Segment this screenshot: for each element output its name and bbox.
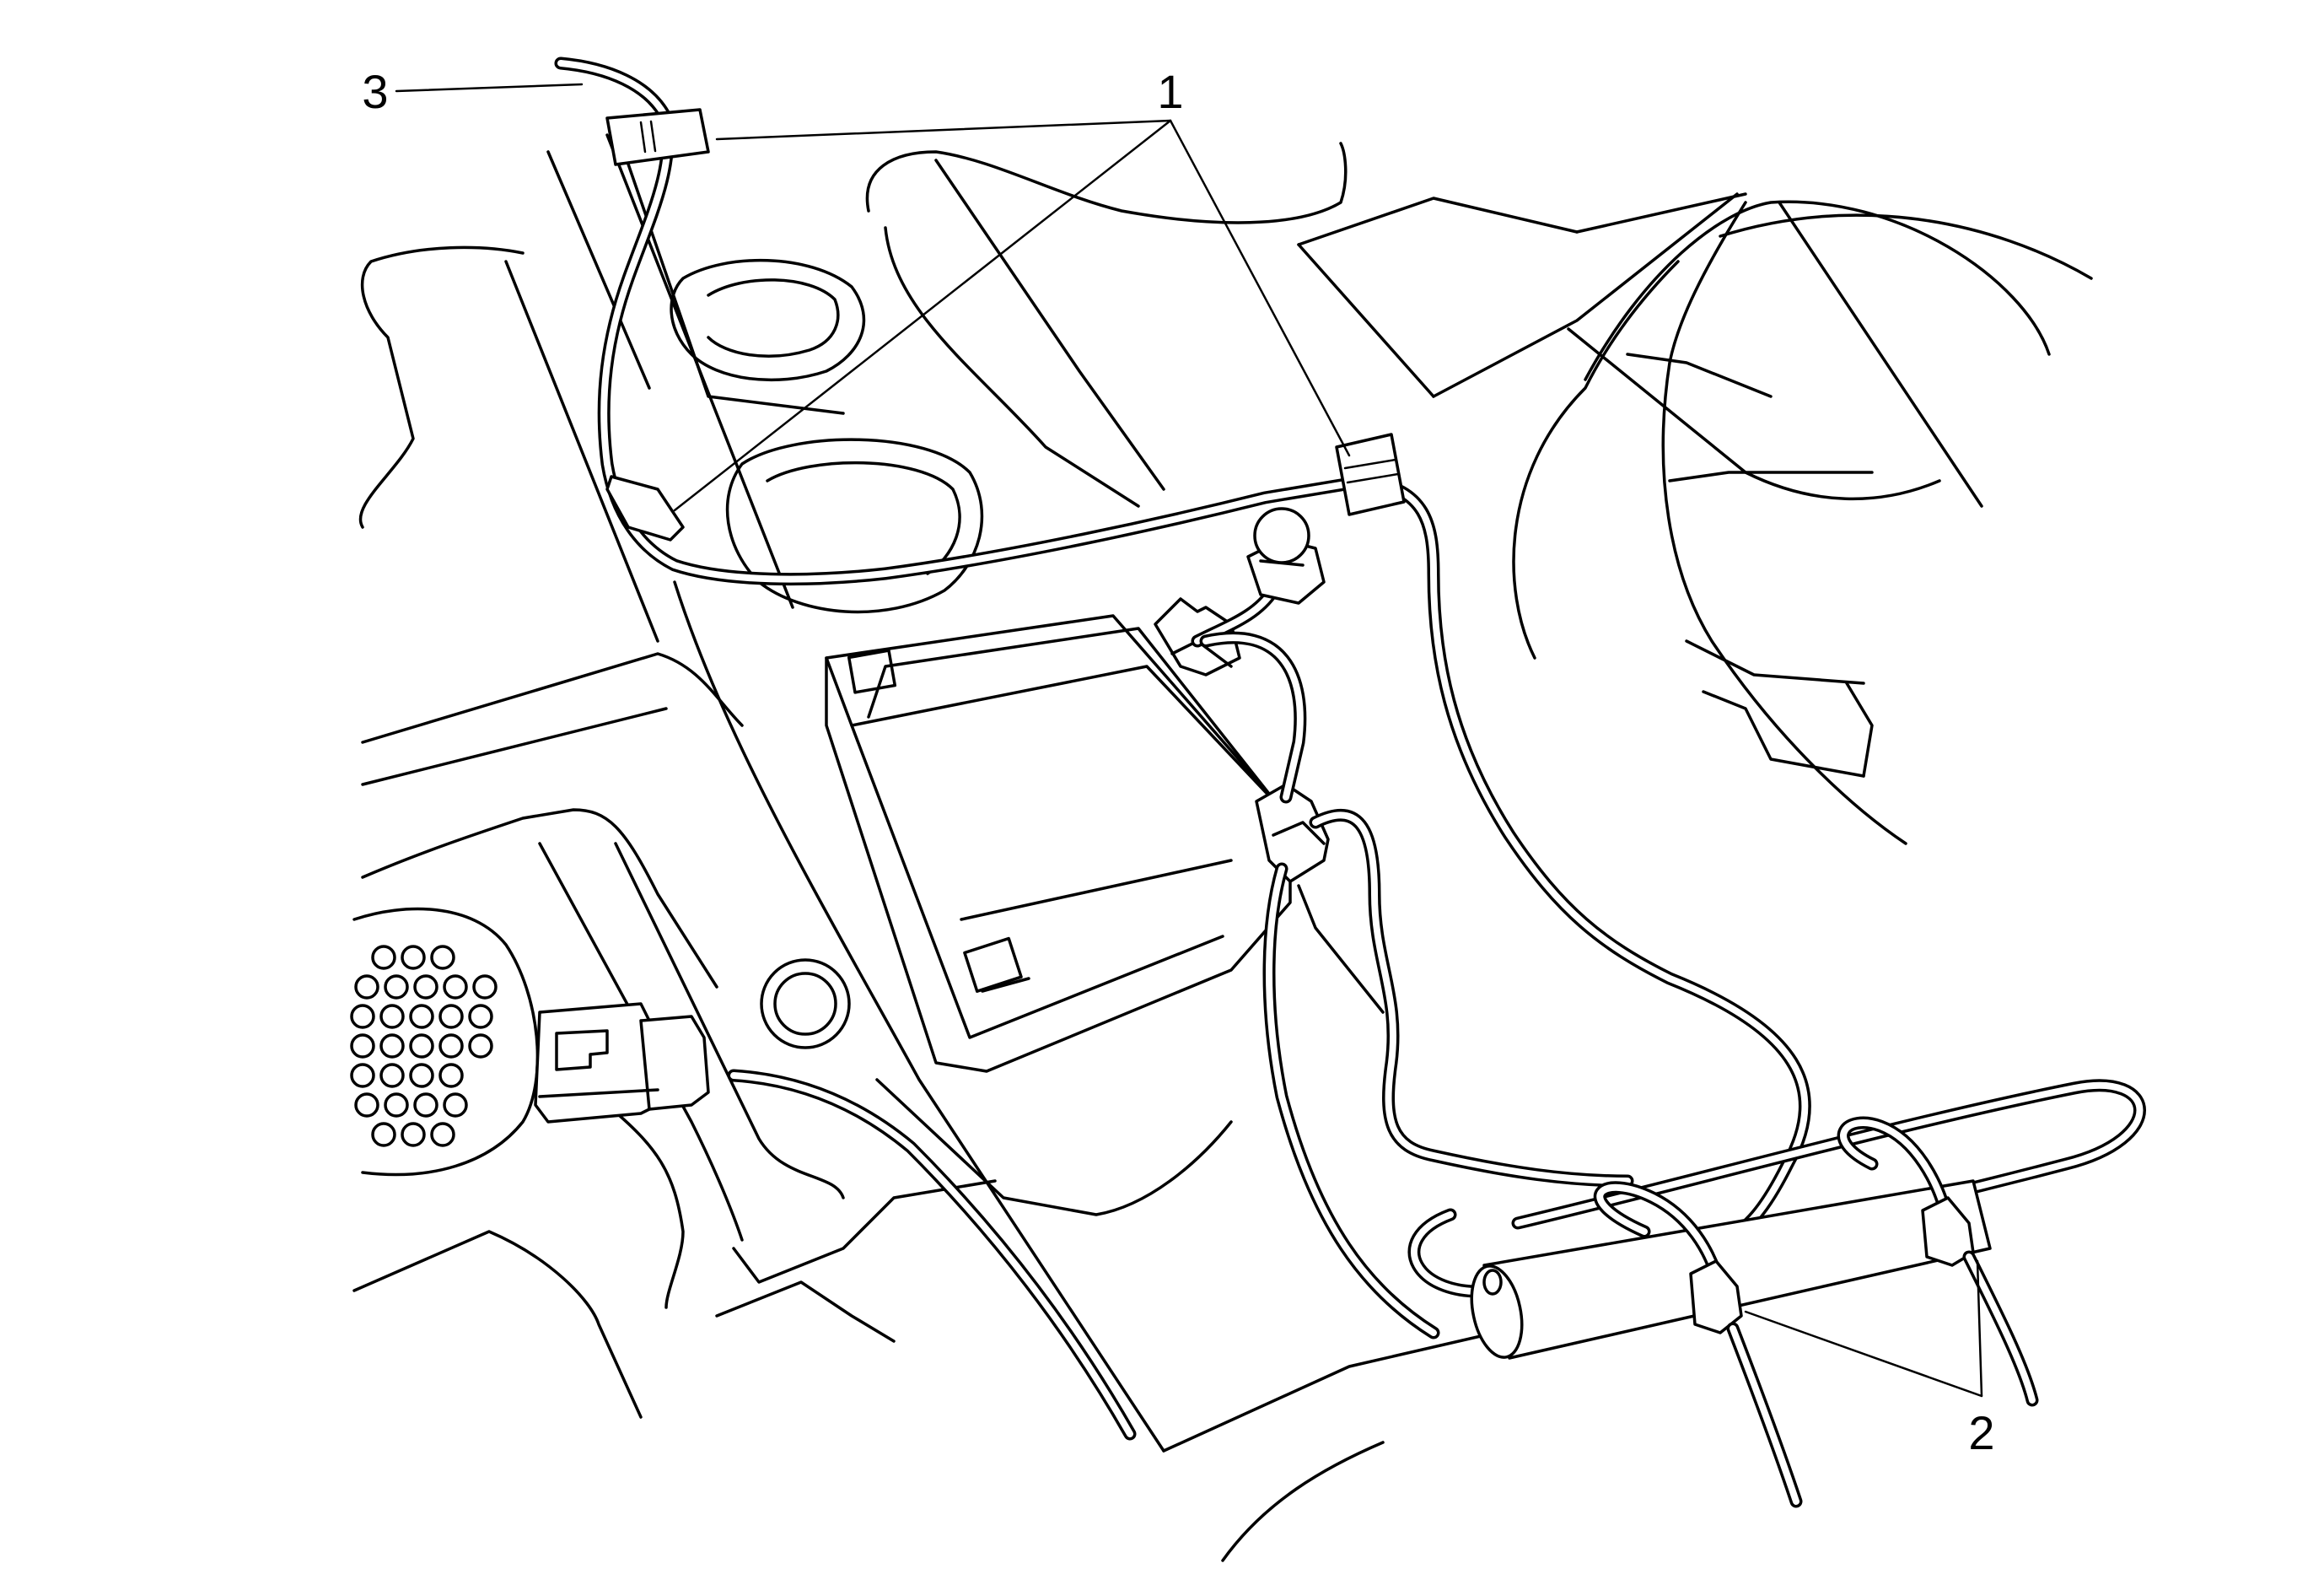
speaker-hole bbox=[371, 1122, 396, 1147]
speaker-hole bbox=[379, 1033, 405, 1059]
speaker-hole bbox=[350, 1063, 375, 1088]
speaker-hole bbox=[438, 1004, 464, 1029]
speaker-hole bbox=[401, 1122, 426, 1147]
speaker-connector bbox=[534, 1002, 710, 1124]
wire-clip-top bbox=[605, 108, 710, 166]
speaker-hole bbox=[430, 1122, 455, 1147]
speaker-hole bbox=[443, 1092, 468, 1118]
callout-label-1: 1 bbox=[1157, 65, 1183, 118]
speaker-hole bbox=[354, 1092, 379, 1118]
speaker-hole bbox=[409, 1004, 434, 1029]
speaker-hole bbox=[350, 1033, 375, 1059]
speaker-hole bbox=[472, 974, 498, 1000]
harness-bundle bbox=[1407, 1079, 2146, 1360]
speaker-hole bbox=[379, 1004, 405, 1029]
callout-2: 2 bbox=[1744, 1259, 1995, 1459]
speaker-hole bbox=[413, 1092, 438, 1118]
callout-3: 3 bbox=[362, 65, 584, 118]
speaker-hole bbox=[350, 1004, 375, 1029]
speaker-hole bbox=[354, 974, 379, 1000]
speaker-hole bbox=[468, 1033, 493, 1059]
speaker-hole bbox=[438, 1033, 464, 1059]
speaker-hole bbox=[384, 1092, 409, 1118]
speaker-hole bbox=[379, 1063, 405, 1088]
wire-clip-left bbox=[605, 475, 685, 542]
speaker-hole bbox=[413, 974, 438, 1000]
callout-label-2: 2 bbox=[1968, 1406, 1994, 1459]
speaker-hole bbox=[443, 974, 468, 1000]
speaker bbox=[350, 907, 540, 1177]
speaker-hole bbox=[401, 945, 426, 970]
speaker-hole bbox=[409, 1063, 434, 1088]
speaker-hole bbox=[384, 974, 409, 1000]
airbag-module bbox=[825, 614, 1292, 1073]
tie-strap-left bbox=[1593, 1181, 1803, 1508]
speaker-hole bbox=[468, 1004, 493, 1029]
tie-strap-right bbox=[1837, 1116, 2039, 1407]
speaker-hole bbox=[430, 945, 455, 970]
speaker-hole bbox=[409, 1033, 434, 1059]
callout-1: 1 bbox=[673, 65, 1351, 512]
callout-label-3: 3 bbox=[362, 65, 388, 118]
ground-bolt bbox=[1246, 507, 1326, 605]
speaker-grille bbox=[350, 945, 498, 1147]
speaker-hole bbox=[371, 945, 396, 970]
wire-clip-right bbox=[1335, 433, 1406, 516]
speaker-hole bbox=[438, 1063, 464, 1088]
